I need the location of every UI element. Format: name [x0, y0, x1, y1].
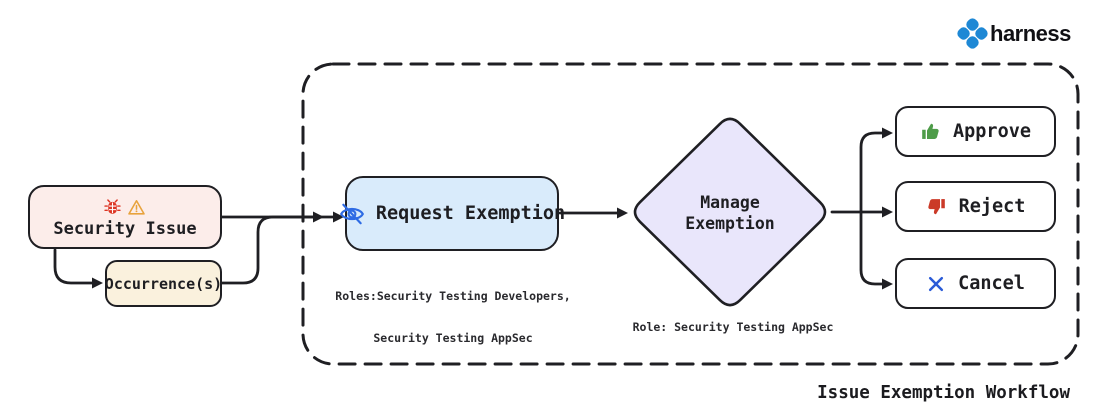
- harness-brand: harness: [956, 17, 1071, 50]
- request-exemption-roles-caption: Roles:Security Testing Developers, Secur…: [325, 261, 581, 373]
- edge-security-to-occurrence: [53, 248, 94, 285]
- edge-occurrence-to-request: [220, 215, 315, 285]
- node-request-exemption: Request Exemption: [339, 176, 565, 251]
- roles-caption-line2: Security Testing AppSec: [373, 331, 533, 345]
- roles-caption-line1: Roles:Security Testing Developers,: [335, 289, 571, 303]
- arrowheads: [92, 127, 893, 290]
- approve-label: Approve: [953, 121, 1031, 142]
- request-exemption-label: Request Exemption: [375, 203, 566, 224]
- manage-exemption-label-line2: Exemption: [685, 214, 775, 233]
- security-issue-label: Security Issue: [53, 218, 197, 239]
- edge-manage-to-approve: [859, 131, 884, 214]
- manage-exemption-diamond: [633, 117, 827, 307]
- x-icon: [926, 274, 946, 294]
- eye-off-icon: [339, 201, 365, 227]
- manage-exemption-label-line1: Manage: [700, 193, 760, 212]
- node-occurrences: Occurrence(s): [105, 260, 222, 307]
- harness-wordmark: harness: [990, 20, 1071, 46]
- edge-manage-to-cancel: [859, 210, 884, 286]
- manage-exemption-label: Manage Exemption: [655, 192, 805, 234]
- thumbs-down-icon: [926, 196, 947, 217]
- workflow-boundary: [301, 62, 1080, 366]
- bug-icon: [104, 199, 121, 216]
- thumbs-up-icon: [920, 121, 941, 142]
- reject-label: Reject: [958, 196, 1026, 217]
- cancel-label: Cancel: [958, 273, 1025, 294]
- node-approve: Approve: [895, 106, 1056, 157]
- node-security-issue: Security Issue: [28, 185, 222, 249]
- manage-exemption-role-caption: Role: Security Testing AppSec: [632, 320, 834, 334]
- warning-icon: [127, 198, 146, 217]
- node-cancel: Cancel: [895, 258, 1056, 309]
- occurrences-label: Occurrence(s): [104, 274, 223, 293]
- node-reject: Reject: [895, 181, 1056, 232]
- workflow-title: Issue Exemption Workflow: [817, 383, 1070, 403]
- harness-logo-icon: [956, 17, 989, 50]
